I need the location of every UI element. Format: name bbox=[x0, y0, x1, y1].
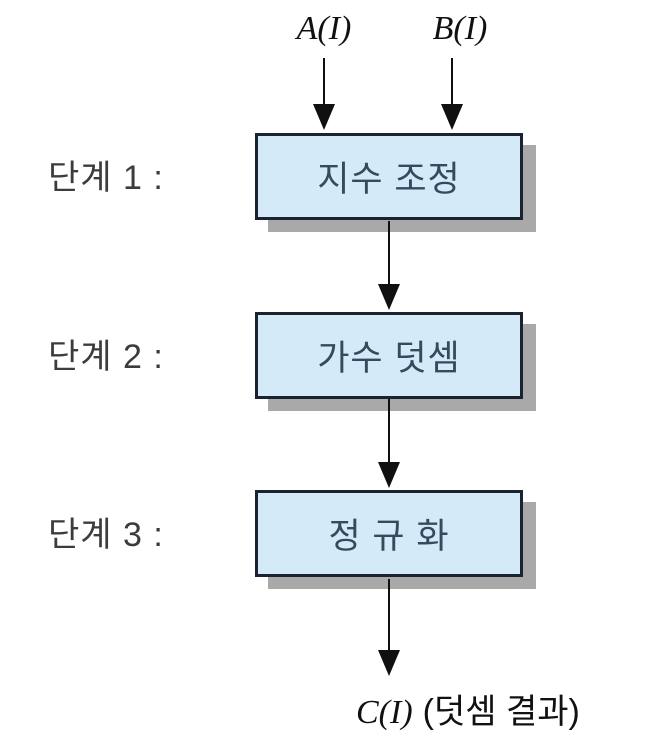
step1-box-exponent-adjust: 지수 조정 bbox=[255, 133, 523, 220]
arrow-shaft bbox=[388, 399, 390, 462]
output-label: C(I)(덧셈 결과) bbox=[356, 684, 580, 733]
step3-box-normalize: 정 규 화 bbox=[255, 490, 523, 577]
step2-label: 단계 2 : bbox=[48, 338, 164, 376]
arrow-shaft bbox=[388, 579, 390, 650]
arrow-shaft bbox=[388, 221, 390, 284]
arrow-shaft bbox=[323, 58, 325, 104]
step1-label: 단계 1 : bbox=[48, 159, 164, 197]
step2-box-mantissa-add: 가수 덧셈 bbox=[255, 312, 523, 399]
input-label-b: B(I) bbox=[432, 10, 488, 47]
input-label-a: A(I) bbox=[296, 10, 352, 47]
arrowhead-down-icon bbox=[313, 104, 335, 130]
output-note: (덧셈 결과) bbox=[422, 693, 580, 731]
arrowhead-down-icon bbox=[378, 462, 400, 488]
step3-label: 단계 3 : bbox=[48, 516, 164, 554]
arrow-shaft bbox=[451, 58, 453, 104]
arrowhead-down-icon bbox=[378, 284, 400, 310]
arrowhead-down-icon bbox=[441, 104, 463, 130]
output-variable: C(I) bbox=[356, 694, 413, 731]
arrowhead-down-icon bbox=[378, 650, 400, 676]
